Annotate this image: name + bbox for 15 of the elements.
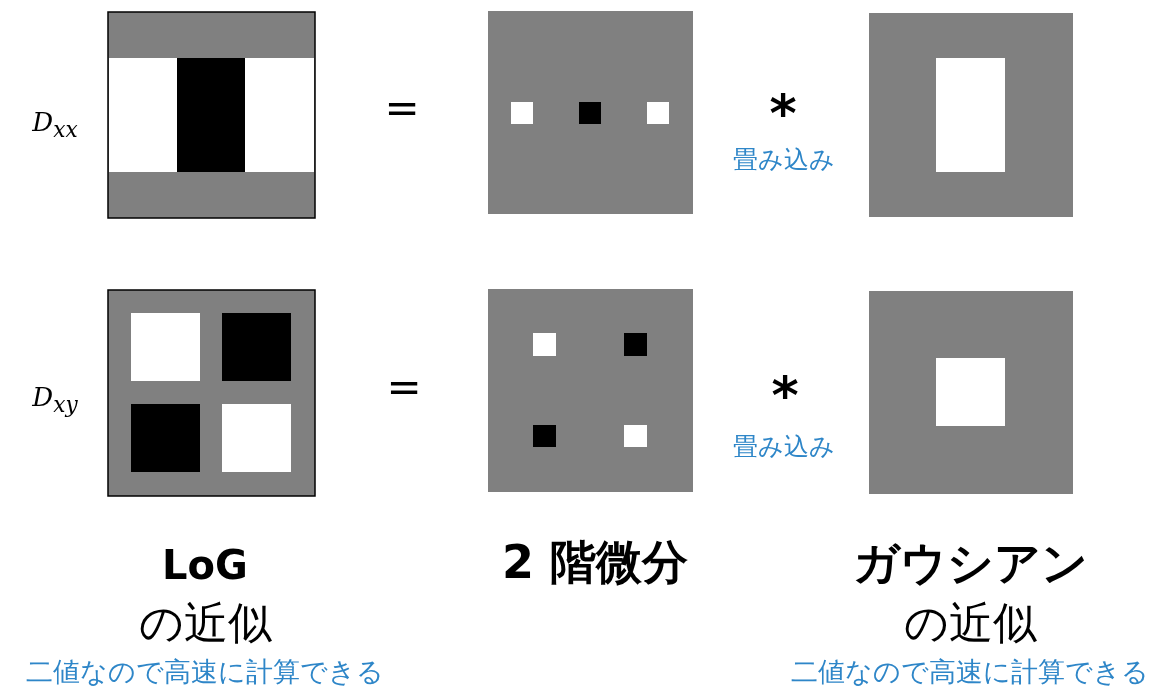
math-symbol: D$_{xy}$: [32, 383, 78, 417]
convolution-operator: *: [771, 367, 799, 425]
column-subheading: の近似: [138, 598, 272, 648]
column-subheading: の近似: [903, 598, 1037, 648]
math-symbol: D$_{xx}$: [32, 108, 78, 142]
operation-label: 畳み込み: [733, 146, 835, 174]
column-heading: ガウシアン: [852, 537, 1088, 589]
note-text: 二値なので高速に計算できる: [26, 657, 384, 687]
column-heading: 2 階微分: [502, 536, 688, 588]
note-text: 二値なので高速に計算できる: [791, 657, 1149, 687]
equals-sign: =: [384, 84, 420, 132]
equals-sign: =: [386, 363, 422, 411]
convolution-operator: *: [769, 85, 797, 143]
operation-label: 畳み込み: [733, 433, 835, 461]
column-heading: LoG: [162, 543, 248, 587]
